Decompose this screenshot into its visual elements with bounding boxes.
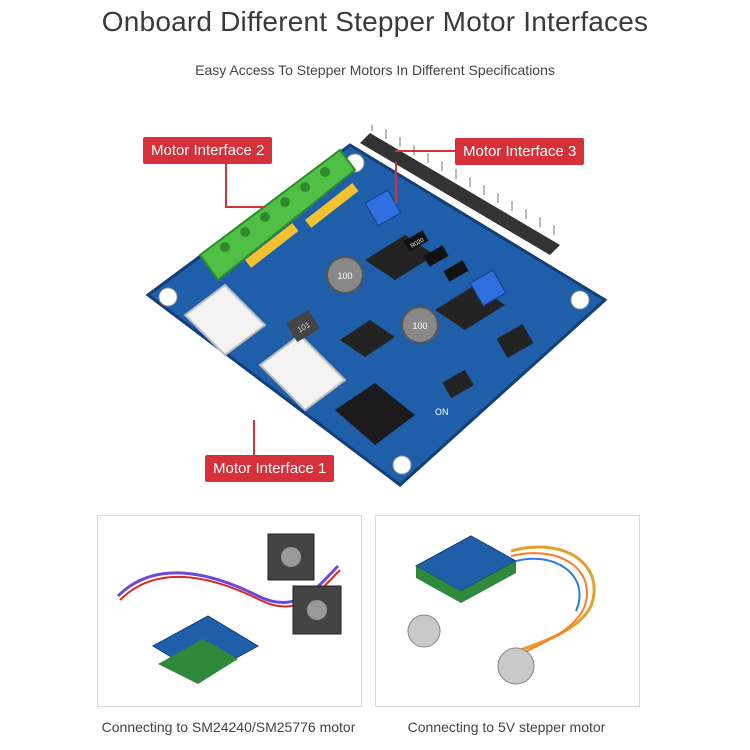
- callout-motor-interface-1: Motor Interface 1: [205, 455, 335, 482]
- capacitor-marking-2: 100: [412, 321, 427, 331]
- switch-label: ON: [435, 407, 449, 417]
- capacitor-marking: 100: [337, 271, 352, 281]
- callout-3-line-v: [395, 162, 397, 204]
- page-subtitle: Easy Access To Stepper Motors In Differe…: [195, 62, 555, 78]
- callout-motor-interface-3: Motor Interface 3: [455, 138, 585, 165]
- callout-motor-interface-2: Motor Interface 2: [143, 137, 273, 164]
- sm-motor-connection-image: [97, 515, 362, 707]
- 5v-motor-connection-image: [375, 515, 640, 707]
- callout-1-line-v: [253, 420, 255, 460]
- stepper-hat-board-image: 100 100 R020 101 ON: [140, 125, 610, 500]
- caption-left: Connecting to SM24240/SM25776 motor: [101, 719, 356, 735]
- caption-right: Connecting to 5V stepper motor: [407, 719, 606, 735]
- page-title: Onboard Different Stepper Motor Interfac…: [101, 6, 649, 37]
- callout-2-line-h: [225, 206, 265, 208]
- callout-3-line-h: [395, 150, 457, 152]
- callout-2-line-v: [225, 162, 227, 208]
